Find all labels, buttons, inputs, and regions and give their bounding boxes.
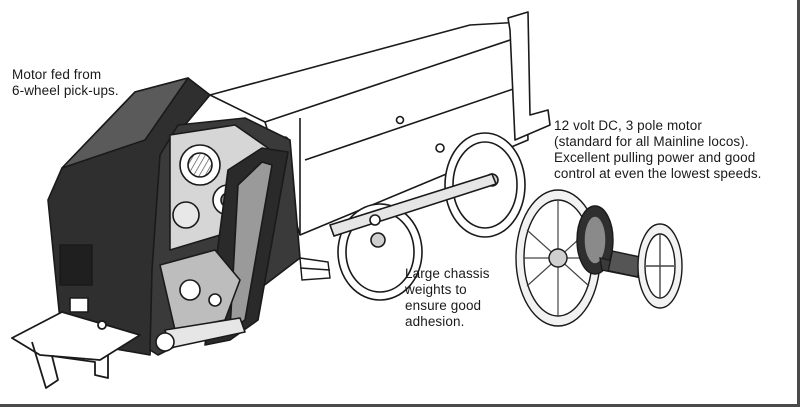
motor-housing — [47, 77, 301, 356]
chassis-wheels — [328, 132, 526, 301]
coupling-hook — [11, 311, 141, 389]
pickup-bracket — [299, 257, 331, 281]
callout-motor-pickups: Motor fed from 6-wheel pick-ups. — [12, 67, 119, 98]
chassis-frame — [209, 11, 551, 236]
callout-motor-specification: 12 volt DC, 3 pole motor (standard for a… — [554, 118, 762, 181]
callout-chassis-weights: Large chassis weights to ensure good adh… — [405, 266, 490, 329]
wheelset-with-gear — [515, 189, 683, 327]
